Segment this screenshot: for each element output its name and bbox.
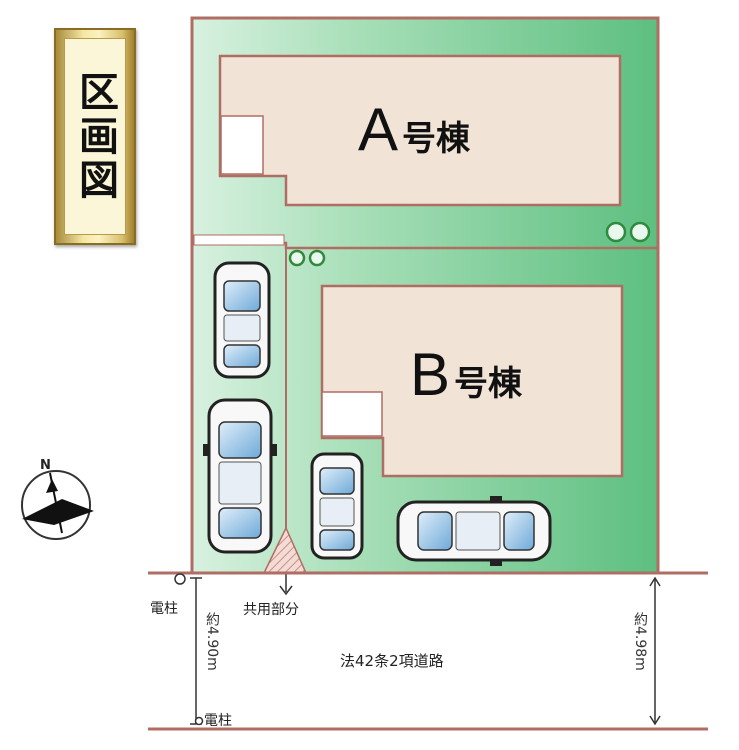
- building-a-entrance: [220, 115, 264, 175]
- car-icon: [396, 496, 552, 566]
- plan-title-badge: 区画図: [54, 28, 136, 245]
- compass-icon: [21, 470, 94, 540]
- car-icon: [213, 261, 271, 379]
- car-icon: [203, 398, 277, 554]
- utility-pole-label-top: 電柱: [150, 601, 178, 617]
- plan-title: 区画図: [72, 70, 119, 203]
- tree-icon: [288, 221, 651, 267]
- building-a-letter: A: [358, 96, 399, 163]
- road-label: 法42条2項道路: [340, 652, 444, 670]
- shared-part-label: 共用部分: [243, 602, 299, 618]
- road-width-right: 約4.98m: [632, 612, 648, 671]
- road-width-left: 約4.90m: [204, 612, 220, 671]
- building-b-letter: B: [410, 341, 451, 408]
- compass-north-label: N: [40, 458, 51, 473]
- building-a-suffix: 号棟: [402, 119, 471, 159]
- utility-pole-icon: [194, 716, 204, 726]
- building-b-entrance: [321, 391, 383, 437]
- utility-pole-label-bottom: 電柱: [204, 713, 232, 729]
- building-b: [320, 284, 624, 478]
- building-b-label: B 号棟: [410, 345, 522, 405]
- boundary-strip: [193, 234, 285, 246]
- car-icon: [310, 452, 364, 560]
- building-a: [218, 54, 622, 207]
- building-a-label: A 号棟: [358, 100, 470, 160]
- building-b-suffix: 号棟: [454, 364, 523, 404]
- utility-pole-icon: [174, 573, 186, 585]
